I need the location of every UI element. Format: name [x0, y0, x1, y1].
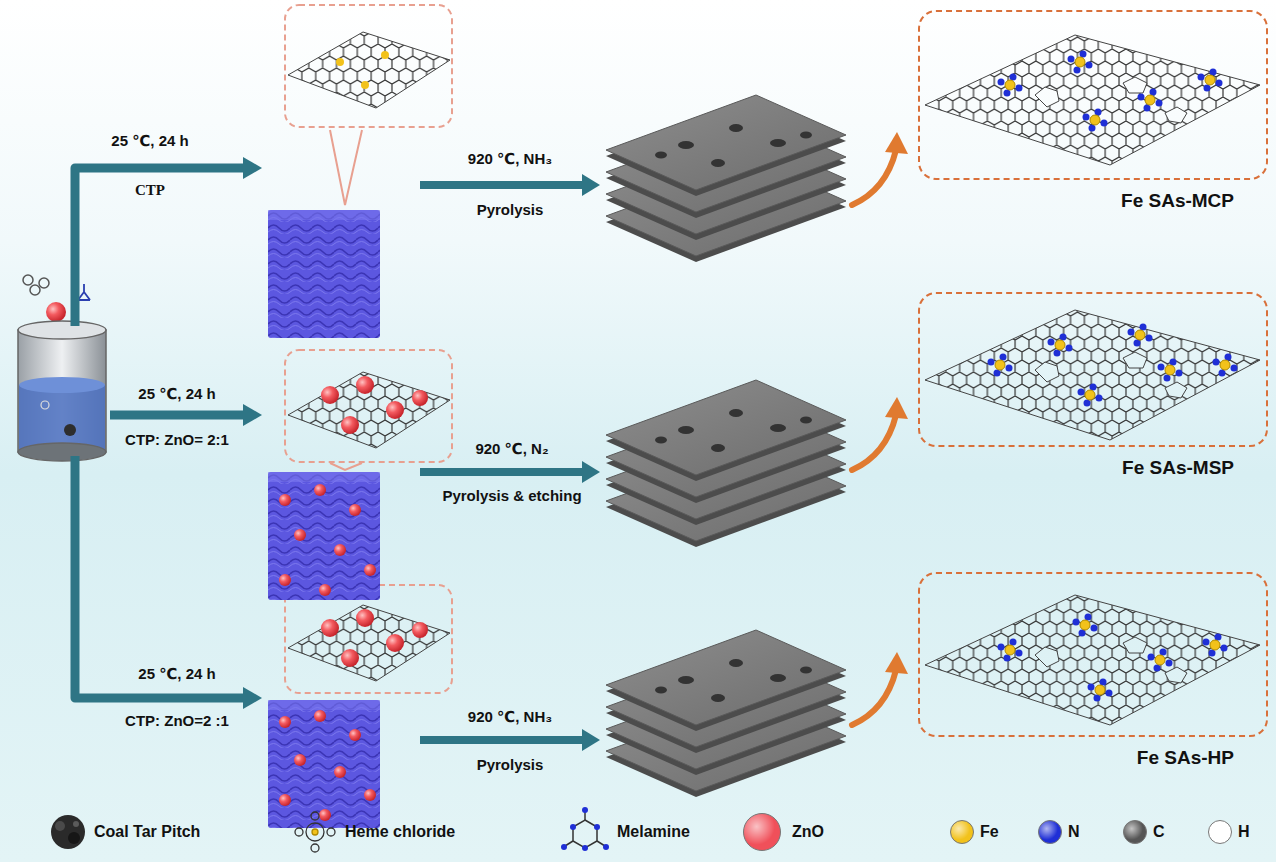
dashed-frame	[918, 292, 1268, 447]
dashed-frame	[918, 10, 1268, 180]
catalyst-name: Fe SAs-MSP	[918, 457, 1268, 479]
catalyst-panel: Fe SAs-MSP	[918, 292, 1268, 479]
legend-label: Melamine	[617, 823, 690, 841]
process-condition: Pyrolysis	[477, 201, 544, 219]
process-condition: CTP: ZnO= 2:1	[125, 431, 229, 449]
dashed-frame	[918, 572, 1268, 737]
catalyst-name: Fe SAs-MCP	[918, 190, 1268, 212]
legend-label: C	[1153, 823, 1165, 841]
legend-label: H	[1238, 823, 1250, 841]
process-condition: 25 ℃, 24 h	[138, 385, 215, 403]
catalyst-panel: Fe SAs-MCP	[918, 10, 1268, 212]
process-condition: 920 ℃, NH₃	[468, 708, 552, 726]
legend-swatch	[1038, 820, 1062, 844]
process-condition: 920 ℃, N₂	[475, 440, 548, 458]
process-condition: Pyrolysis & etching	[442, 487, 581, 505]
legend-label: Heme chloride	[345, 823, 455, 841]
process-condition: 25 ℃, 24 h	[138, 665, 215, 683]
legend-swatch	[950, 820, 974, 844]
legend-swatch	[743, 813, 781, 851]
process-condition: Pyrolysis	[477, 756, 544, 774]
legend-swatch	[1208, 820, 1232, 844]
process-condition: CTP: ZnO=2 :1	[125, 712, 229, 730]
legend-swatch	[1123, 820, 1147, 844]
catalyst-name: Fe SAs-HP	[918, 747, 1268, 769]
process-condition: 920 ℃, NH₃	[468, 150, 552, 168]
legend-label: ZnO	[792, 823, 824, 841]
legend-label: Fe	[980, 823, 999, 841]
legend-label: Coal Tar Pitch	[94, 823, 200, 841]
catalyst-panel: Fe SAs-HP	[918, 572, 1268, 769]
legend-label: N	[1068, 823, 1080, 841]
process-condition: 25 ℃, 24 h	[111, 132, 188, 150]
process-condition: CTP	[135, 181, 165, 199]
